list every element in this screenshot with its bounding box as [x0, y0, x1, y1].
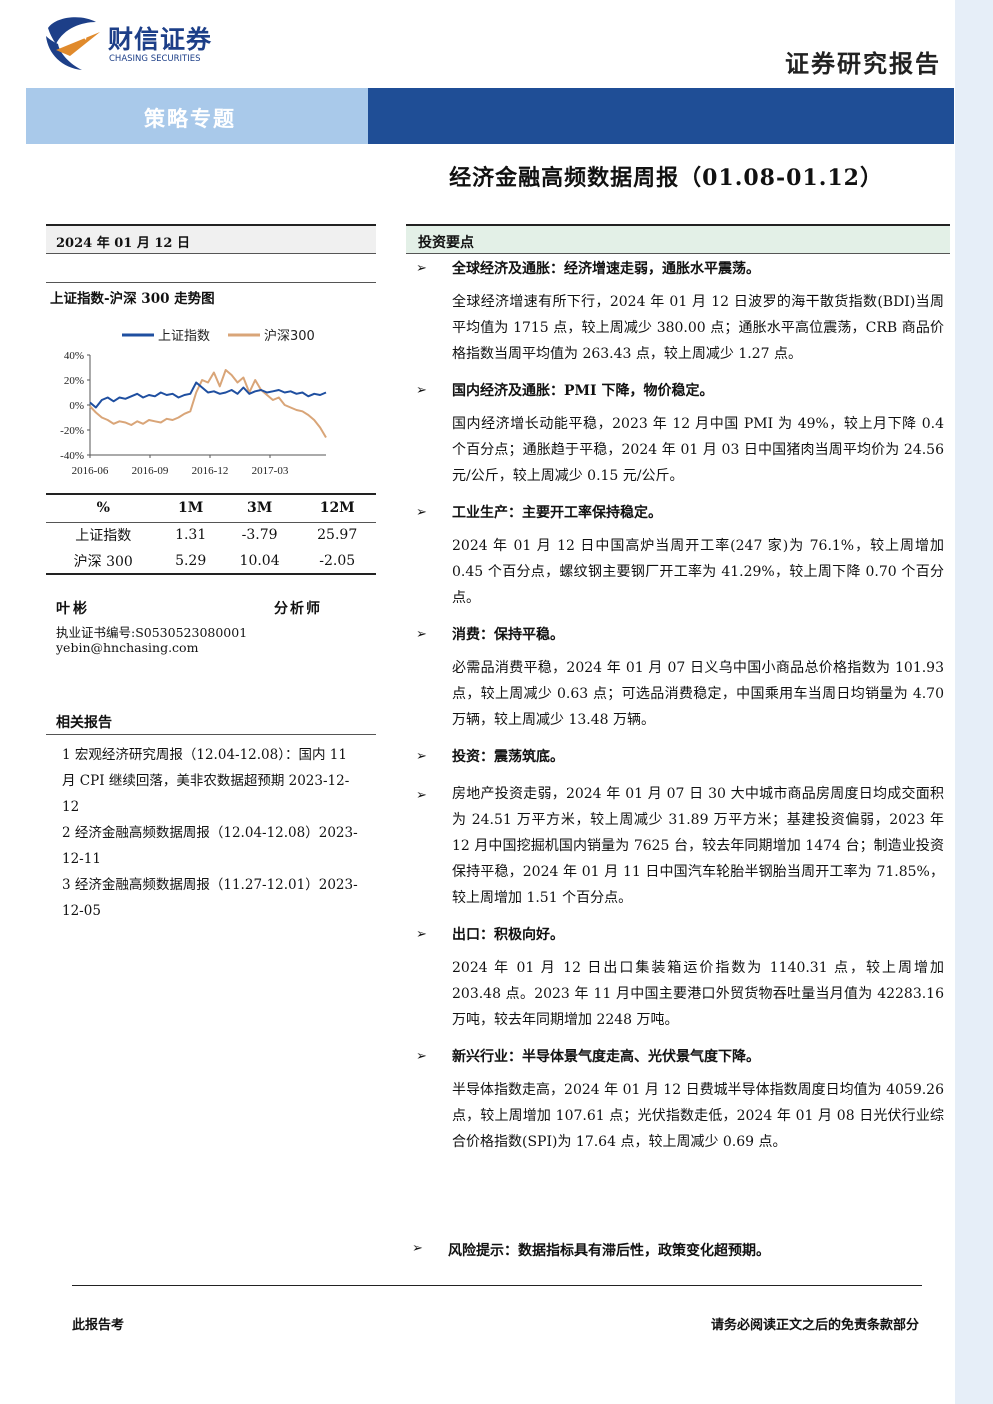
y-tick-label: 20% [64, 375, 84, 387]
table-cell: 10.04 [220, 548, 299, 575]
key-point-body: 半导体指数走高，2024 年 01 月 12 日费城半导体指数周度日均值为 40… [452, 1082, 944, 1150]
row-label: 上证指数 [75, 528, 132, 545]
report-date: 2024 年 01 月 12 日 [56, 236, 190, 251]
y-tick-label: -20% [60, 425, 84, 437]
brand-name-cn: 财信证券 [108, 25, 213, 54]
key-point-title: 出口：积极向好。 [452, 927, 564, 943]
key-point-title: 投资：震荡筑底。 [452, 749, 564, 765]
x-tick-label: 2016-06 [72, 465, 109, 477]
key-point-title: 全球经济及通胀：经济增速走弱，通胀水平震荡。 [452, 261, 760, 277]
divider [46, 734, 376, 735]
arrow-bullet-icon: ➢ [416, 1049, 427, 1064]
related-reports-list: 1 宏观经济研究周报（12.04-12.08）：国内 11 月 CPI 继续回落… [62, 742, 362, 924]
series-line-shanghai [89, 381, 327, 409]
report-date-box: 2024 年 01 月 12 日 [46, 224, 376, 254]
brand-name-en: CHASING SECURITIES [109, 54, 201, 64]
key-point-body: 房地产投资走弱，2024 年 01 月 07 日 30 大中城市商品房周度日均成… [452, 786, 944, 906]
legend-label: 沪深300 [264, 328, 315, 344]
col-header: % [46, 493, 161, 523]
arrow-bullet-icon: ➢ [416, 788, 427, 803]
table-row: 上证指数 1.31 -3.79 25.97 [46, 522, 376, 548]
y-tick-label: 40% [64, 350, 84, 362]
analyst-name: 叶彬 [56, 601, 90, 617]
category-label: 策略专题 [144, 106, 236, 131]
key-point-body: 全球经济增速有所下行，2024 年 01 月 12 日波罗的海干散货指数(BDI… [452, 294, 944, 362]
arrow-bullet-icon: ➢ [416, 383, 427, 398]
list-item[interactable]: 3 经济金融高频数据周报（11.27-12.01）2023-12-05 [62, 877, 358, 919]
chart-title: 上证指数-沪深 300 走势图 [50, 291, 215, 307]
category-band-right [368, 88, 954, 144]
category-band: 策略专题 [26, 88, 954, 144]
brand-mark-icon [46, 17, 100, 70]
key-point-title: 新兴行业：半导体景气度走高、光伏景气度下降。 [452, 1049, 760, 1065]
table-cell: 1.31 [175, 527, 207, 544]
col-header: 3M [220, 493, 299, 523]
arrow-bullet-icon: ➢ [416, 927, 427, 942]
key-points-header: 投资要点 [406, 224, 950, 254]
performance-table-header: % 1M 3M 12M [46, 493, 376, 523]
x-tick-label: 2016-09 [132, 465, 169, 477]
analyst-cert-number: 执业证书编号:S0530523080001 [56, 625, 248, 640]
list-item[interactable]: 2 经济金融高频数据周报（12.04-12.08）2023-12-11 [62, 825, 358, 867]
index-chart: 上证指数-沪深 300 走势图 上证指数 沪深300 40% 20% 0% -20% -4… [46, 282, 376, 488]
category-band-left: 策略专题 [26, 88, 368, 144]
key-points-heading: 投资要点 [418, 235, 474, 251]
arrow-bullet-icon: ➢ [416, 627, 427, 642]
brand-logo: 财信证券 CHASING SECURITIES [42, 14, 242, 76]
related-reports-heading: 相关报告 [56, 715, 112, 731]
risk-warning: ➢ 风险提示：数据指标具有滞后性，政策变化超预期。 [412, 1240, 770, 1260]
key-point: ➢ 投资：震荡筑底。 [416, 746, 944, 768]
key-point: ➢ 出口：积极向好。 2024 年 01 月 12 日出口集装箱运价指数为 11… [416, 924, 944, 1033]
table-cell: 25.97 [317, 527, 358, 544]
key-point-body: 必需品消费平稳，2024 年 01 月 07 日义乌中国小商品总价格指数为 10… [452, 660, 944, 728]
col-header: 12M [298, 493, 376, 523]
x-tick-label: 2017-03 [252, 465, 289, 477]
document-title: 经济金融高频数据周报（01.08-01.12） [449, 165, 883, 191]
arrow-bullet-icon: ➢ [416, 261, 427, 276]
key-point: ➢ 新兴行业：半导体景气度走高、光伏景气度下降。 半导体指数走高，2024 年 … [416, 1046, 944, 1155]
table-cell: 5.29 [160, 548, 221, 575]
table-cell: -3.79 [241, 527, 278, 544]
key-point-title: 国内经济及通胀：PMI 下降，物价稳定。 [452, 383, 714, 399]
y-tick-label: 0% [69, 400, 84, 412]
key-points-list: ➢ 全球经济及通胀：经济增速走弱，通胀水平震荡。 全球经济增速有所下行，2024… [416, 258, 944, 1168]
table-row: 沪深 300 5.29 10.04 -2.05 [46, 548, 376, 575]
legend-label: 上证指数 [158, 329, 210, 344]
key-point-body: 2024 年 01 月 12 日中国高炉当周开工率(247 家)为 76.1%，… [452, 538, 944, 606]
col-header: 1M [160, 493, 221, 523]
footer-divider [72, 1285, 922, 1286]
arrow-bullet-icon: ➢ [416, 749, 427, 764]
arrow-bullet-icon: ➢ [412, 1241, 423, 1256]
key-point-body: 国内经济增长动能平稳，2023 年 12 月中国 PMI 为 49%，较上月下降… [452, 416, 944, 484]
risk-warning-text: 风险提示：数据指标具有滞后性，政策变化超预期。 [448, 1243, 770, 1259]
key-point: ➢ 工业生产：主要开工率保持稳定。 2024 年 01 月 12 日中国高炉当周… [416, 502, 944, 611]
list-item[interactable]: 1 宏观经济研究周报（12.04-12.08）：国内 11 月 CPI 继续回落… [62, 747, 350, 815]
key-point: ➢ 国内经济及通胀：PMI 下降，物价稳定。 国内经济增长动能平稳，2023 年… [416, 380, 944, 489]
key-point-body: 2024 年 01 月 12 日出口集装箱运价指数为 1140.31 点，较上周… [452, 960, 944, 1028]
footer-disclaimer-note: 请务必阅读正文之后的免责条款部分 [710, 1318, 919, 1333]
y-tick-label: -40% [60, 450, 84, 462]
x-tick-label: 2016-12 [192, 465, 229, 477]
analyst-role: 分析师 [274, 601, 322, 617]
key-point: ➢ 消费：保持平稳。 必需品消费平稳，2024 年 01 月 07 日义乌中国小… [416, 624, 944, 733]
chart-svg: 上证指数 沪深300 40% 20% 0% -20% -40% 2016-06 2016-0… [60, 328, 327, 477]
row-label: 沪深 300 [46, 548, 161, 575]
key-point-title: 工业生产：主要开工率保持稳定。 [452, 505, 662, 521]
performance-table: % 1M 3M 12M 上证指数 1.31 -3.79 25.97 沪深 300… [46, 493, 376, 575]
footer-left-text: 此报告考 [72, 1318, 125, 1333]
key-point: ➢ 房地产投资走弱，2024 年 01 月 07 日 30 大中城市商品房周度日… [416, 781, 944, 911]
key-point-title: 消费：保持平稳。 [452, 627, 564, 643]
table-cell: -2.05 [298, 548, 376, 575]
report-type: 证券研究报告 [785, 49, 941, 78]
series-line-csi300 [89, 369, 327, 439]
page-edge-strip [955, 0, 993, 1404]
key-point: ➢ 全球经济及通胀：经济增速走弱，通胀水平震荡。 全球经济增速有所下行，2024… [416, 258, 944, 367]
analyst-email[interactable]: yebin@hnchasing.com [56, 640, 199, 655]
arrow-bullet-icon: ➢ [416, 505, 427, 520]
